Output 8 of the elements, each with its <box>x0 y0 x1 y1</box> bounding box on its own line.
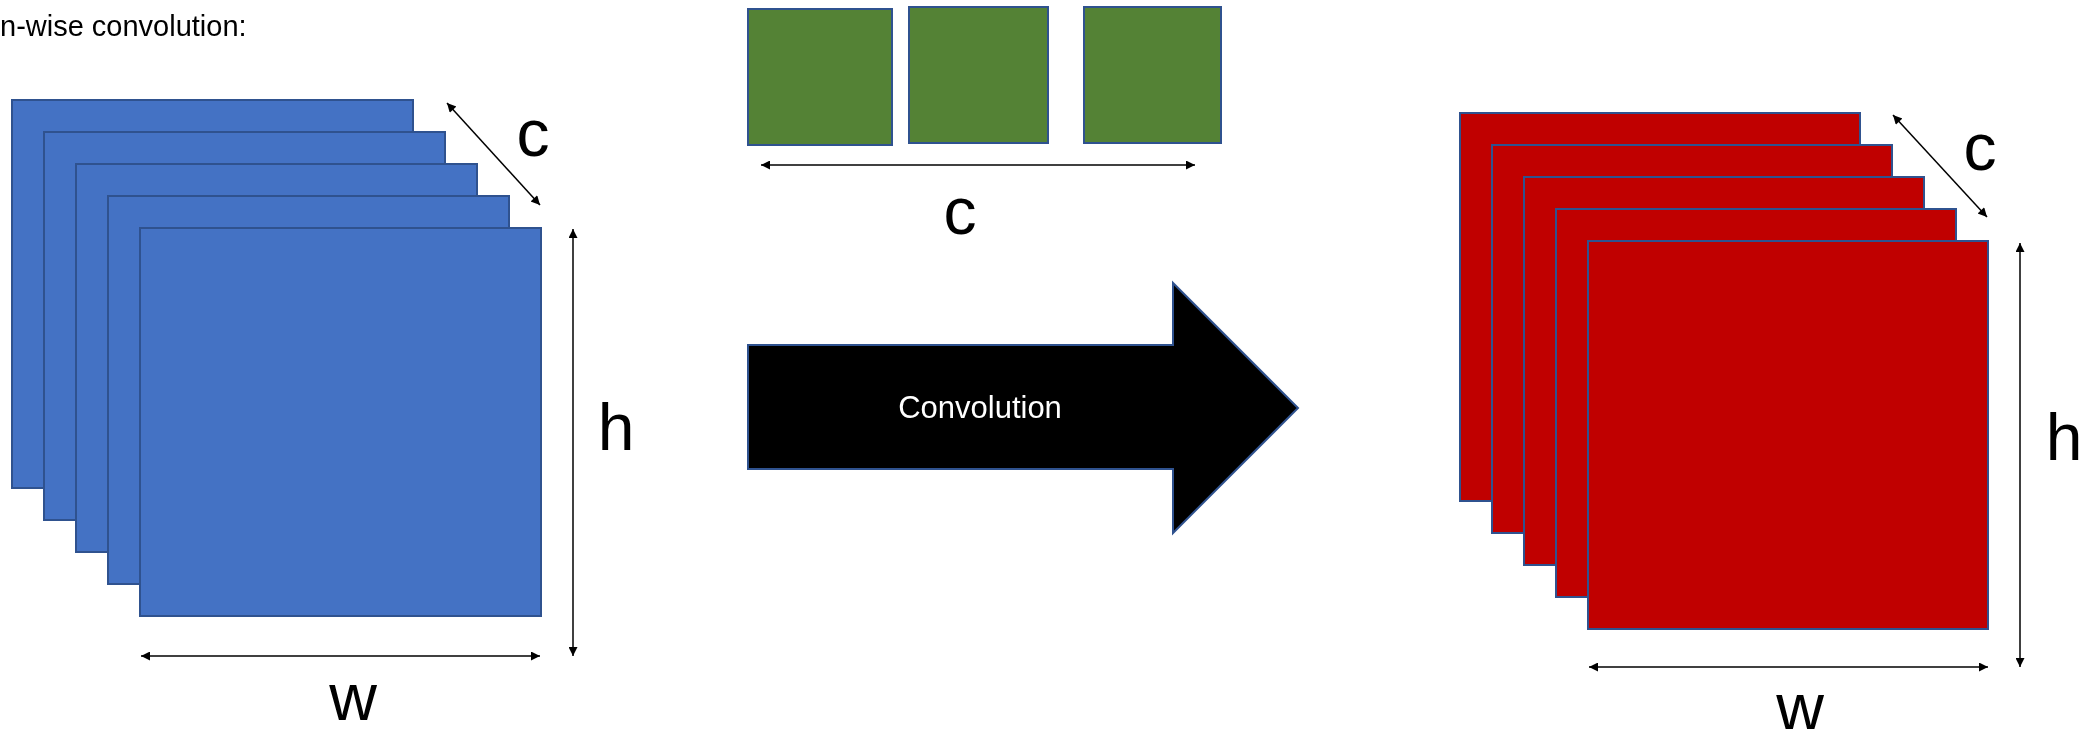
dimension-label: c <box>943 178 977 244</box>
dimension-label: c <box>1963 114 1997 180</box>
dimension-label: h <box>2045 404 2083 470</box>
arrow-label: Convolution <box>898 390 1062 426</box>
dimension-label: w <box>329 664 377 729</box>
heading-text: n-wise convolution: <box>0 12 247 41</box>
dimension-label: c <box>516 100 550 166</box>
dimension-label: h <box>597 394 635 460</box>
